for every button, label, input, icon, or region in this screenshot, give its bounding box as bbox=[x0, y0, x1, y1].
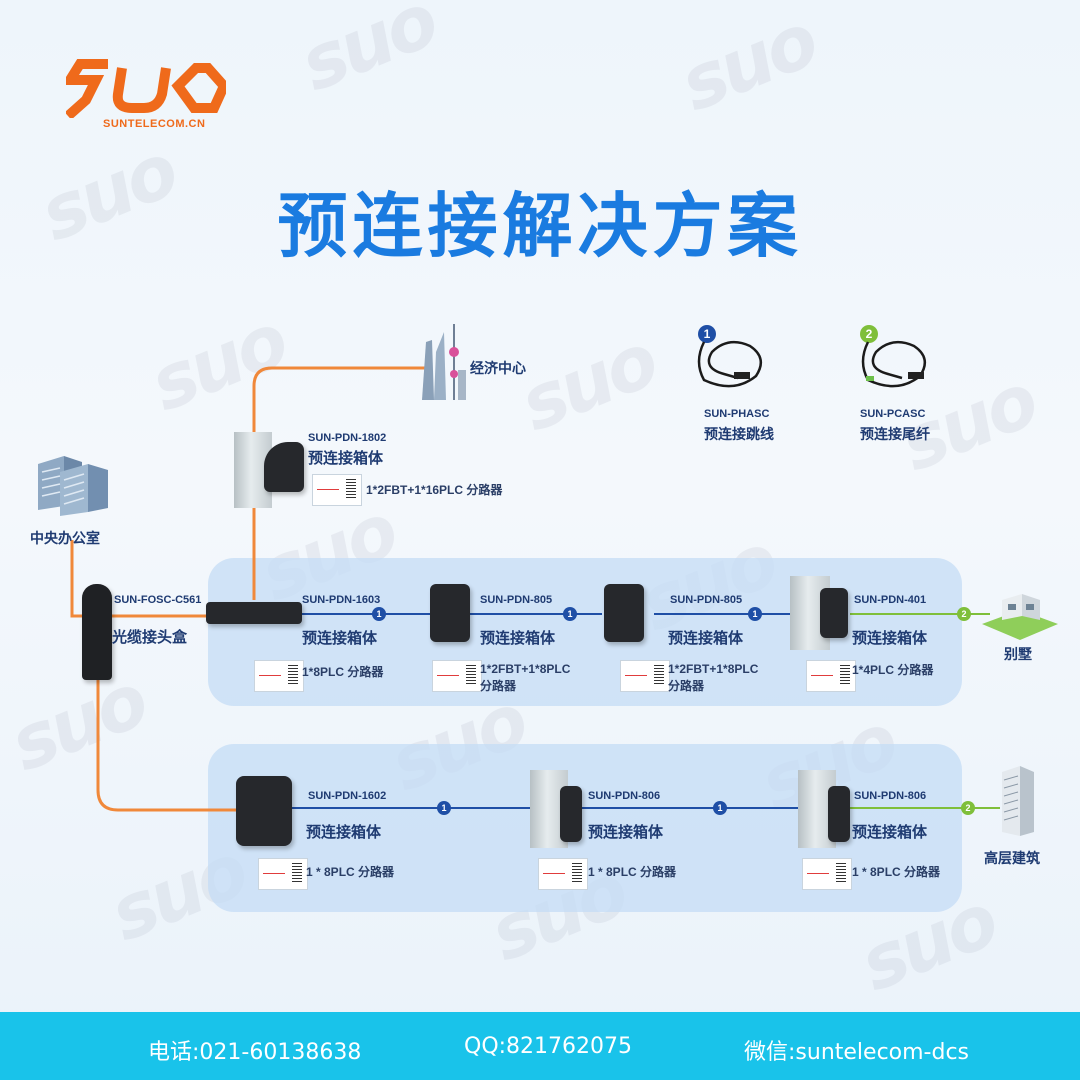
legend-1-name: 预连接跳线 bbox=[704, 427, 774, 443]
legend-1-badge: 1 bbox=[698, 325, 716, 343]
link-node-1: 1 bbox=[372, 607, 386, 621]
contact-footer: 电话:021-60138638 QQ:821762075 微信:suntelec… bbox=[0, 1012, 1080, 1080]
brand-logo bbox=[66, 59, 226, 118]
place-economic-center: 经济中心 bbox=[470, 361, 526, 377]
pdn-806-device bbox=[560, 786, 582, 842]
splitter-diagram bbox=[312, 474, 362, 506]
row1-3-spec: 1*4PLC 分路器 bbox=[852, 663, 934, 677]
splitter-diagram bbox=[538, 858, 588, 890]
link-node-2: 2 bbox=[961, 801, 975, 815]
link-node-1: 1 bbox=[563, 607, 577, 621]
splitter-diagram bbox=[432, 660, 482, 692]
villa-icon bbox=[982, 594, 1058, 640]
cable-closure-to-row2 bbox=[96, 680, 236, 812]
legend-2-name: 预连接尾纤 bbox=[860, 427, 930, 443]
closure-device bbox=[82, 584, 112, 680]
footer-qq: QQ:821762075 bbox=[464, 1034, 633, 1059]
top-box-model: SUN-PDN-1802 bbox=[308, 432, 387, 444]
row1-3-name: 预连接箱体 bbox=[852, 629, 928, 647]
row1-0-name: 预连接箱体 bbox=[302, 629, 378, 647]
row1-0-model: SUN-PDN-1603 bbox=[302, 594, 381, 606]
cable-to-economic-center bbox=[252, 366, 425, 600]
row2-2-model: SUN-PDN-806 bbox=[854, 790, 927, 802]
row2-1-model: SUN-PDN-806 bbox=[588, 790, 661, 802]
row2-1-name: 预连接箱体 bbox=[588, 823, 664, 841]
legend-2-badge: 2 bbox=[860, 325, 878, 343]
pdn-805-device bbox=[604, 584, 644, 642]
skyline-icon bbox=[422, 324, 466, 400]
row2-0-name: 预连接箱体 bbox=[306, 823, 382, 841]
pdn-1802-device bbox=[264, 442, 304, 492]
logo-subtext: SUNTELECOM.CN bbox=[103, 118, 206, 130]
pdn-1603-device bbox=[206, 602, 302, 624]
place-highrise: 高层建筑 bbox=[984, 851, 1040, 867]
link-node-1: 1 bbox=[748, 607, 762, 621]
place-central-office: 中央办公室 bbox=[30, 531, 100, 547]
highrise-icon bbox=[1002, 766, 1034, 836]
closure-model: SUN-FOSC-C561 bbox=[114, 594, 202, 606]
pigtail-icon bbox=[861, 340, 927, 388]
link-node-1: 1 bbox=[713, 801, 727, 815]
row2-0-model: SUN-PDN-1602 bbox=[308, 790, 387, 802]
row2-2-spec: 1 * 8PLC 分路器 bbox=[852, 865, 941, 879]
row1-1-name: 预连接箱体 bbox=[480, 629, 556, 647]
row1-1-spec2: 分路器 bbox=[480, 679, 517, 693]
closure-name: 光缆接头盒 bbox=[112, 628, 188, 646]
office-building-icon bbox=[38, 456, 108, 516]
row1-2-spec2: 分路器 bbox=[668, 679, 705, 693]
row1-3-model: SUN-PDN-401 bbox=[854, 594, 927, 606]
row1-2-spec: 1*2FBT+1*8PLC bbox=[668, 662, 759, 676]
footer-wechat: 微信:suntelecom-dcs bbox=[744, 1040, 970, 1065]
row1-1-model: SUN-PDN-805 bbox=[480, 594, 553, 606]
cable-diagram bbox=[70, 366, 1000, 812]
row2-2-name: 预连接箱体 bbox=[852, 823, 928, 841]
patch-cord-icon bbox=[697, 340, 763, 388]
pdn-401-device bbox=[820, 588, 848, 638]
top-box-spec: 1*2FBT+1*16PLC 分路器 bbox=[366, 483, 503, 497]
top-box-name: 预连接箱体 bbox=[308, 449, 384, 467]
place-villa: 别墅 bbox=[1004, 647, 1032, 663]
row1-1-spec: 1*2FBT+1*8PLC bbox=[480, 662, 571, 676]
link-node-1: 1 bbox=[437, 801, 451, 815]
row1-0-spec: 1*8PLC 分路器 bbox=[302, 665, 384, 679]
legend-2-model: SUN-PCASC bbox=[860, 408, 926, 420]
row2-1-spec: 1 * 8PLC 分路器 bbox=[588, 865, 677, 879]
pdn-806-device bbox=[828, 786, 850, 842]
row1-2-name: 预连接箱体 bbox=[668, 629, 744, 647]
pdn-805-device bbox=[430, 584, 470, 642]
link-node-2: 2 bbox=[957, 607, 971, 621]
splitter-diagram bbox=[258, 858, 308, 890]
pdn-1602-device bbox=[236, 776, 292, 846]
legend-1-model: SUN-PHASC bbox=[704, 408, 770, 420]
splitter-diagram bbox=[620, 660, 670, 692]
row1-2-model: SUN-PDN-805 bbox=[670, 594, 743, 606]
page-title: 预连接解决方案 bbox=[277, 185, 803, 267]
footer-phone: 电话:021-60138638 bbox=[148, 1040, 362, 1065]
splitter-diagram bbox=[806, 660, 856, 692]
row2-0-spec: 1 * 8PLC 分路器 bbox=[306, 865, 395, 879]
splitter-diagram bbox=[254, 660, 304, 692]
splitter-diagram bbox=[802, 858, 852, 890]
